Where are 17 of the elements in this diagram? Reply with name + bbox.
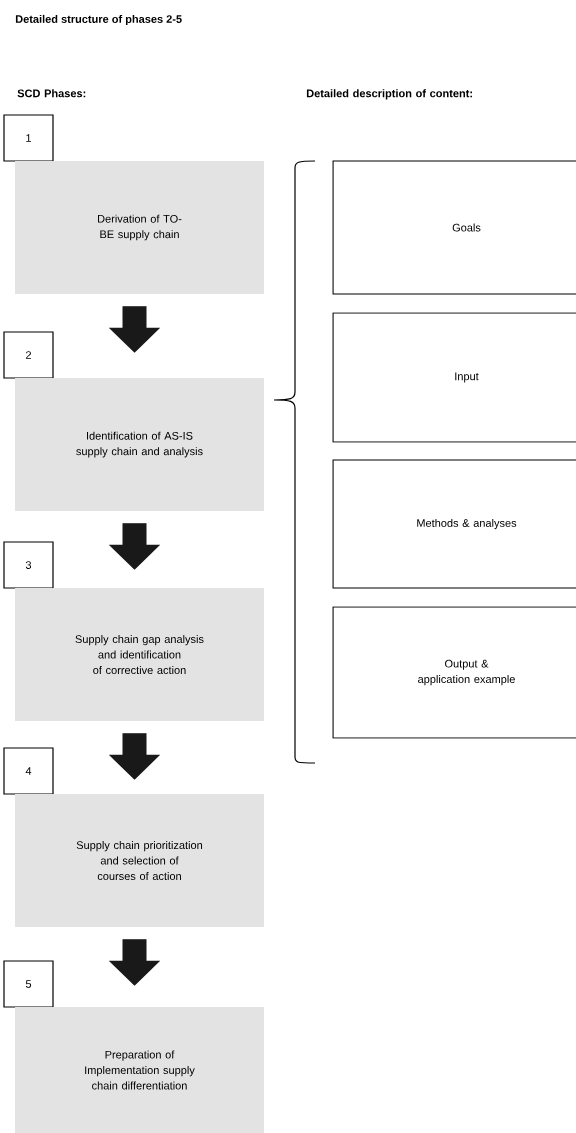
- phase-box: Supply chain gap analysis and identification of corrective action: [15, 588, 264, 721]
- content-box: Input: [332, 312, 576, 443]
- phase-box: Identification of AS-IS supply chain and analysis: [15, 378, 264, 511]
- number-box: 1: [3, 114, 54, 162]
- number-box: 5: [3, 960, 54, 1008]
- number-box: 3: [3, 541, 54, 589]
- number-box: 2: [3, 331, 54, 379]
- column-heading: SCD Phases:: [17, 89, 86, 98]
- number-box: 4: [3, 747, 54, 795]
- phase-box: Preparation of Implementation supply chain differentiation: [15, 1007, 264, 1133]
- content-box: Goals: [332, 160, 576, 295]
- content-box: Methods & analyses: [332, 459, 576, 589]
- phase-box: Derivation of TO-BE supply chain: [15, 161, 264, 294]
- title: Detailed structure of phases 2-5: [15, 14, 182, 26]
- content-box: Output & application example: [332, 606, 576, 739]
- column-heading: Detailed description of content:: [306, 89, 472, 100]
- phase-box: Supply chain prioritization and selection of courses of action: [15, 794, 264, 927]
